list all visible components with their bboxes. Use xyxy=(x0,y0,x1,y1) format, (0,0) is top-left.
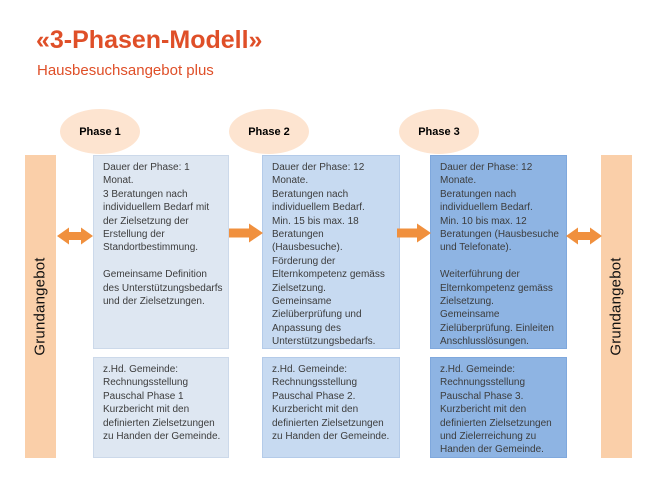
phase2-to-phase3-arrow-icon xyxy=(397,223,431,243)
phase-2-billing-box: z.Hd. Gemeinde: Rechnungsstellung Pausch… xyxy=(262,357,400,458)
exchange-arrow-left-shape xyxy=(57,227,93,245)
grundangebot-bar-left-label: Grundangebot xyxy=(32,257,49,356)
grundangebot-bar-right-label: Grundangebot xyxy=(608,257,625,356)
exchange-arrow-right-shape xyxy=(566,227,602,245)
exchange-arrow-left-icon xyxy=(57,227,93,245)
phase1-to-phase2-arrow-icon xyxy=(229,223,263,243)
phase1-to-phase2-arrow-shape xyxy=(229,223,263,243)
phase-1-billing-box: z.Hd. Gemeinde: Rechnungsstellung Pausch… xyxy=(93,357,229,458)
phase-1-badge: Phase 1 xyxy=(60,109,140,154)
page-subtitle: Hausbesuchsangebot plus xyxy=(37,62,214,79)
phase-2-badge-label: Phase 2 xyxy=(248,125,290,138)
phase-3-badge-label: Phase 3 xyxy=(418,125,460,138)
phase-2-badge: Phase 2 xyxy=(229,109,309,154)
exchange-arrow-right-icon xyxy=(566,227,602,245)
grundangebot-bar-right: Grundangebot xyxy=(601,155,632,458)
grundangebot-bar-left: Grundangebot xyxy=(25,155,56,458)
phase2-to-phase3-arrow-shape xyxy=(397,223,431,243)
phase-2-description-box: Dauer der Phase: 12 Monate. Beratungen n… xyxy=(262,155,400,349)
page-title: «3-Phasen-Modell» xyxy=(36,26,263,54)
phase-3-billing-box: z.Hd. Gemeinde: Rechnungsstellung Pausch… xyxy=(430,357,567,458)
phase-3-badge: Phase 3 xyxy=(399,109,479,154)
phase-1-description-box: Dauer der Phase: 1 Monat. 3 Beratungen n… xyxy=(93,155,229,349)
phase-3-description-box: Dauer der Phase: 12 Monate. Beratungen n… xyxy=(430,155,567,349)
phase-1-badge-label: Phase 1 xyxy=(79,125,121,138)
